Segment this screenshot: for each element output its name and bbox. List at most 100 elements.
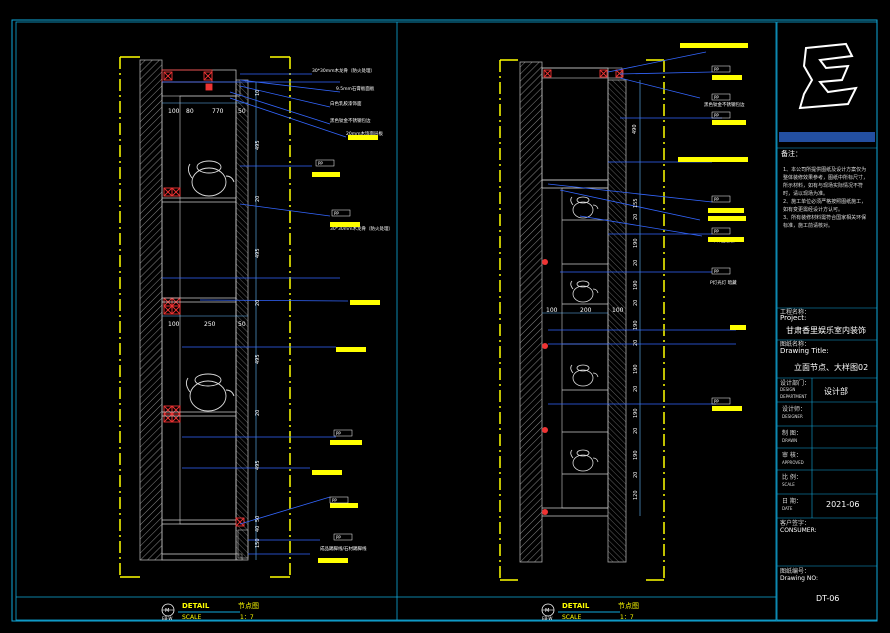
dimension-label: 20	[633, 428, 639, 434]
dimension-label: 190	[633, 364, 639, 374]
project-name: 甘肃香里娱乐室内装饰	[786, 326, 866, 335]
note-item: 2、施工单位必须严格按照图纸施工，如有变更需经设计方认可。	[783, 199, 867, 213]
detail-label-cn: 节点图	[238, 602, 259, 610]
scale-label-en: SCALE	[782, 482, 795, 487]
teapot-icon	[570, 196, 599, 219]
scale-label: SCALE	[182, 614, 201, 621]
material-tag-bar	[312, 172, 340, 177]
drawing-title-label: 图纸名称：	[780, 341, 811, 348]
material-tag-bar	[318, 558, 348, 563]
notes-title: 备注：	[781, 150, 802, 158]
dimension-label: 20	[255, 410, 261, 416]
drawn-label: 制 图：	[782, 430, 802, 437]
project-label: 工程名称：	[780, 309, 811, 316]
dimension-label: 190	[633, 408, 639, 418]
designer-label-en: DESIGNER	[782, 414, 803, 419]
material-tag-bar	[348, 135, 378, 140]
dimension-label: 190	[633, 280, 639, 290]
drawing-no-label-en: Drawing NO:	[780, 575, 818, 582]
material-tag-bar	[680, 43, 748, 48]
material-tag-bar	[708, 208, 744, 213]
material-code-tag	[711, 111, 731, 119]
scale-label: 比 例：	[782, 474, 802, 481]
detail-label: DETAIL	[182, 602, 210, 610]
material-code-tag	[711, 397, 731, 405]
left-elevation-detail	[119, 56, 340, 578]
dimension-label: 495	[255, 140, 261, 150]
material-callout: 黑色钛金不锈钢包边	[330, 117, 371, 124]
material-code-text: PP	[714, 197, 719, 202]
dimension-label: 100	[168, 108, 180, 115]
dimension-label: 490	[632, 124, 638, 134]
material-callout: 20mm木饰面层板	[346, 130, 383, 137]
material-code-text: PP	[714, 399, 719, 404]
detail-marker-left	[161, 603, 240, 617]
material-tag-bar	[336, 347, 366, 352]
material-callout: P灯光灯 暗藏	[710, 279, 737, 286]
detail-number: M	[165, 608, 169, 614]
dimension-label: 50	[238, 321, 246, 328]
dimension-label: 20	[633, 214, 639, 220]
material-callout: 30*30mm木龙骨（防火处理）	[330, 225, 393, 232]
company-name-bar	[779, 132, 875, 142]
dimension-label: 20	[633, 340, 639, 346]
material-code-text: PP	[714, 67, 719, 72]
teapot-icon	[570, 280, 599, 303]
material-code-tag	[333, 429, 353, 437]
date-label: 日 期：	[782, 498, 802, 505]
dimension-label: 155	[633, 198, 639, 208]
approved-label-en: APPROVED	[782, 460, 804, 465]
dimension-label: 200	[580, 307, 592, 314]
material-tag-bar	[330, 440, 362, 445]
note-item: 1、本公司所提供图纸及设计方案仅为整体装修效果参考，图纸中所标尺寸，所示材料，如…	[783, 167, 869, 197]
material-tag-bar	[708, 237, 744, 242]
detail-number: M	[545, 608, 549, 614]
material-tag-bar	[678, 157, 748, 162]
dimension-label: 495	[255, 460, 261, 470]
dimension-label: 20	[633, 300, 639, 306]
date-label-en: DATE	[782, 506, 793, 511]
dimension-label: 40	[255, 526, 261, 532]
consumer-label-en: CONSUMER:	[780, 527, 817, 534]
dimension-label: 20	[633, 386, 639, 392]
dimension-label: 495	[255, 248, 261, 258]
dimension-label: 50	[255, 516, 261, 522]
scale-label: SCALE	[562, 614, 581, 621]
dimension-label: 190	[633, 320, 639, 330]
approved-label: 审 核：	[782, 452, 802, 459]
dimension-label: 100	[546, 307, 558, 314]
note-item: 3、所有装修材料需符合国家相关环保标准，施工前请核对。	[783, 215, 867, 229]
date-value: 2021-06	[826, 500, 860, 509]
right-elevation-detail	[499, 59, 665, 581]
dept-label: 设计部门：	[780, 380, 811, 387]
material-callout: 成品踢脚线/石材踢脚线	[320, 545, 367, 552]
material-code-text: PP	[334, 211, 339, 216]
dimension-label: 495	[255, 354, 261, 364]
detail-sheet-ref: EB-W	[542, 616, 553, 621]
material-callout: 白色乳胶漆饰面	[330, 100, 362, 107]
material-code-text: PP	[714, 95, 719, 100]
dimension-label: 50	[238, 108, 246, 115]
material-code-tag	[711, 227, 731, 235]
material-tag-bar	[708, 216, 746, 221]
material-code-text: PP	[332, 498, 337, 503]
teapot-icon	[570, 449, 599, 472]
dept-value: 设计部	[824, 387, 848, 396]
dimension-label: 100	[612, 307, 624, 314]
material-code-tag	[329, 496, 349, 504]
designer-label: 设计师：	[782, 406, 807, 413]
material-code-text: PP	[714, 113, 719, 118]
material-code-text: PP	[336, 431, 341, 436]
dimension-label: 190	[633, 238, 639, 248]
dimension-label: 190	[633, 450, 639, 460]
dimension-label: 250	[204, 321, 216, 328]
drawn-label-en: DRAWN	[782, 438, 798, 443]
drawing-no: DT-06	[816, 594, 840, 603]
dimension-label: 150	[255, 538, 261, 548]
material-code-tag	[711, 65, 731, 73]
dimension-label: 100	[168, 321, 180, 328]
drawing-no-label: 图纸编号：	[780, 568, 811, 575]
material-code-tag	[711, 93, 731, 101]
dimension-label: 120	[633, 490, 639, 500]
